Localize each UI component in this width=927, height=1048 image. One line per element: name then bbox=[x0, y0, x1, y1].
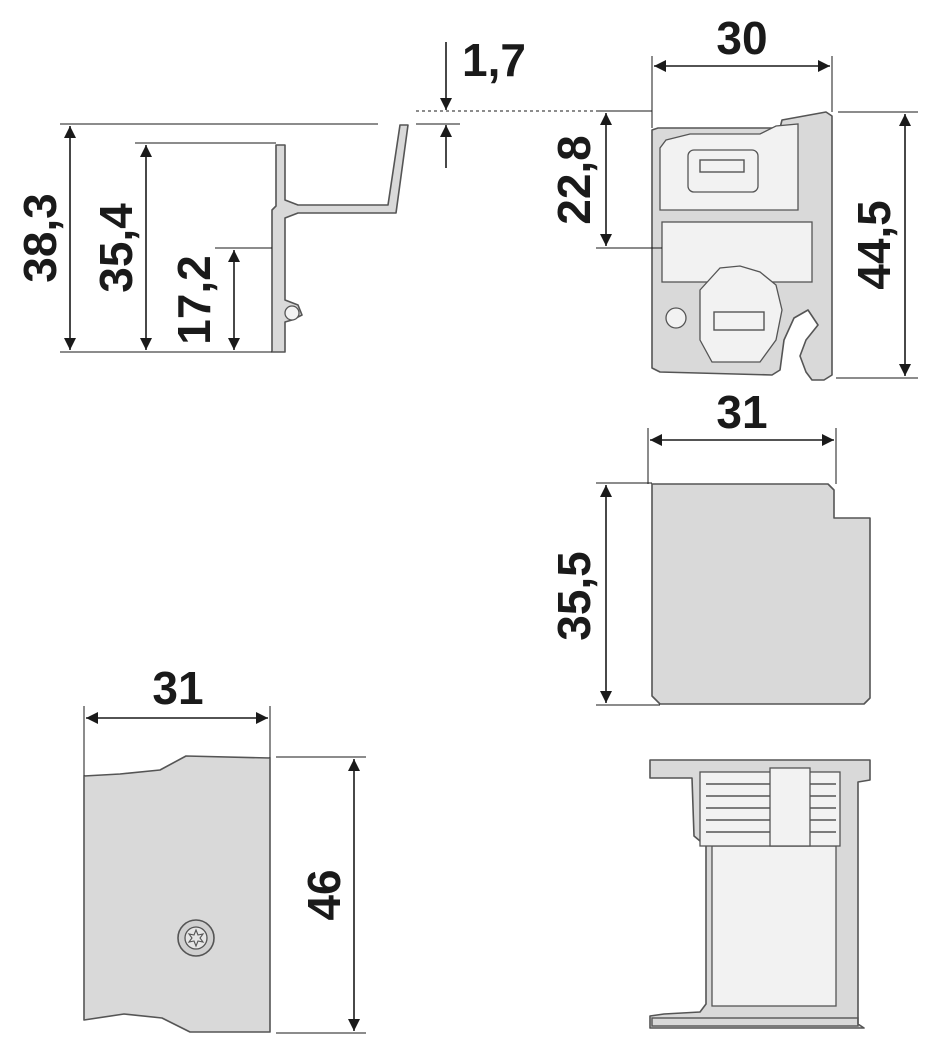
rail-upper-slot bbox=[699, 159, 745, 173]
dim-35-4: 35,4 bbox=[90, 203, 142, 293]
torx-screw-head bbox=[184, 926, 208, 950]
cover-part bbox=[83, 755, 271, 1033]
torx-star-icon bbox=[187, 928, 205, 948]
housing-body bbox=[711, 845, 837, 1007]
dim-cover-31: 31 bbox=[152, 662, 203, 714]
dim-38-3: 38,3 bbox=[14, 193, 66, 283]
dim-1-7: 1,7 bbox=[462, 34, 526, 86]
cover-view: 31 46 bbox=[83, 662, 366, 1034]
dim-46: 46 bbox=[298, 869, 350, 920]
profile-clip bbox=[284, 305, 300, 321]
rail-view: 30 22,8 44,5 bbox=[548, 12, 918, 381]
housing-center-block bbox=[769, 767, 811, 847]
housing-base bbox=[651, 1017, 859, 1027]
profile-view: 38,3 35,4 17,2 1,7 bbox=[14, 34, 600, 353]
dim-17-2: 17,2 bbox=[168, 255, 220, 345]
housing-view bbox=[649, 759, 871, 1029]
rail-lower-chamber bbox=[699, 265, 783, 363]
dim-22-8: 22,8 bbox=[548, 135, 600, 225]
cap-view: 31 35,5 bbox=[548, 386, 871, 706]
profile-part bbox=[271, 124, 409, 353]
dim-cap-31: 31 bbox=[716, 386, 767, 438]
dim-30: 30 bbox=[716, 12, 767, 64]
rail-upper-insert bbox=[687, 149, 759, 193]
cap-part bbox=[651, 483, 871, 705]
dim-35-5: 35,5 bbox=[548, 551, 600, 641]
rail-lower-slot bbox=[713, 311, 765, 331]
dim-44-5: 44,5 bbox=[848, 200, 900, 290]
rail-clip bbox=[665, 307, 687, 329]
